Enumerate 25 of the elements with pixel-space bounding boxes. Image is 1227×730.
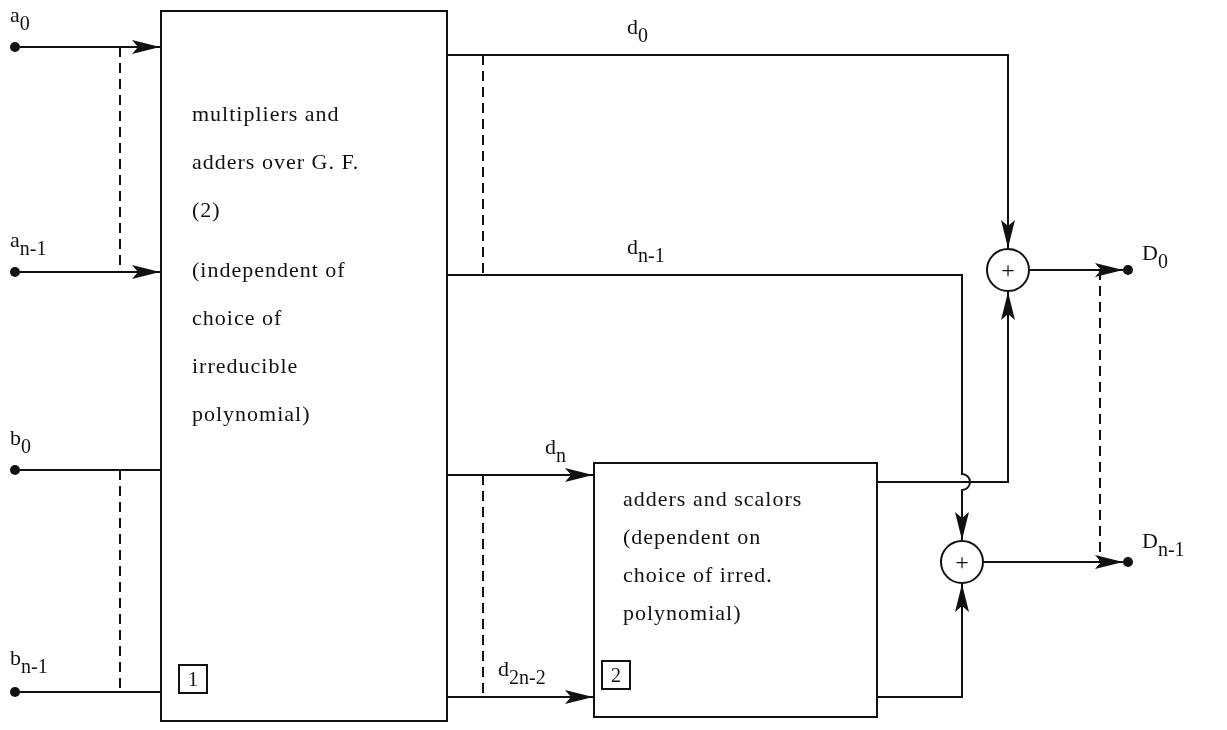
arrow: [1029, 263, 1124, 277]
input-terminal: [10, 267, 20, 277]
block-description: (independent of choice of irreducible polynomial): [192, 256, 347, 428]
output-terminal: [1123, 557, 1133, 567]
process-box: [593, 462, 878, 718]
block-number: 2: [601, 660, 631, 690]
arrow: [19, 265, 161, 279]
input-terminal: [10, 465, 20, 475]
arrow: [447, 468, 594, 482]
process-box: [160, 10, 448, 722]
block-number: 1: [178, 664, 208, 694]
block-description: adders and scalors (dependent on choice of irred. polynomial): [623, 485, 804, 627]
arrow: [447, 690, 594, 704]
adder-circle: +: [940, 540, 984, 584]
input-terminal: [10, 687, 20, 697]
arrow: [877, 291, 1015, 483]
arrow: [19, 40, 161, 54]
block-description: multipliers and adders over G. F. (2): [192, 100, 361, 224]
adder-circle: +: [986, 248, 1030, 292]
output-terminal: [1123, 265, 1133, 275]
arrow: [983, 555, 1124, 569]
arrow: [447, 54, 1015, 249]
arrow: [447, 274, 971, 541]
input-terminal: [10, 42, 20, 52]
arrow: [877, 583, 969, 698]
